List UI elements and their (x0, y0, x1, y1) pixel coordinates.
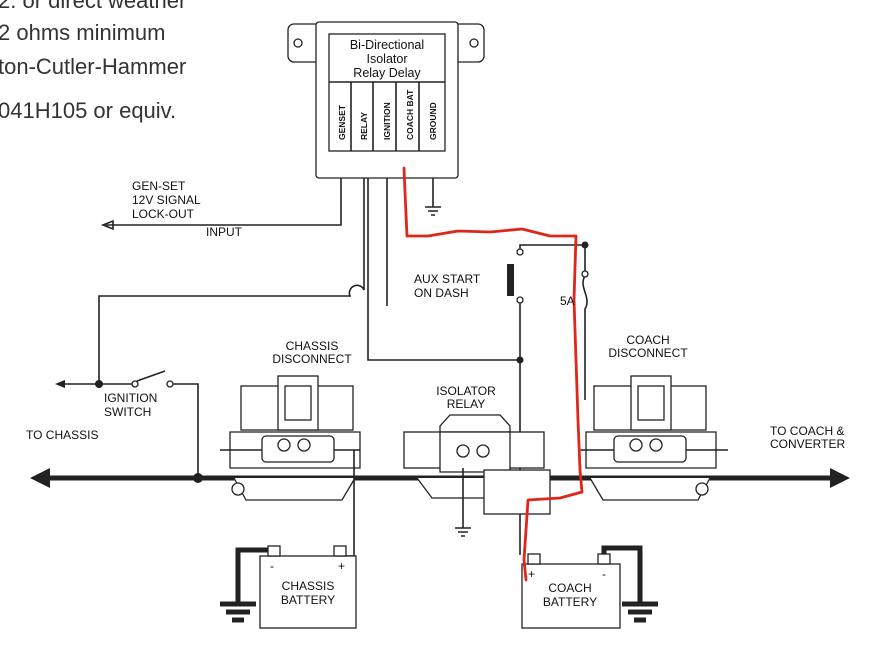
ignition-switch-label-line-1: IGNITION (104, 391, 157, 405)
coach-disconnect-label-line-2: DISCONNECT (608, 346, 688, 360)
note-line-4: 041H105 or equiv. (0, 98, 176, 123)
coach-battery: + - COACH BATTERY (521, 545, 658, 629)
coach-battery-plus: + (528, 567, 535, 581)
to-chassis-arrow (30, 468, 50, 488)
chassis-battery-label-line-1: CHASSIS (282, 579, 335, 593)
aux-start-circuit (507, 241, 589, 555)
module-title-line-1: Bi-Directional (350, 38, 424, 52)
ignition-switch (55, 370, 199, 478)
coach-bat-highlight-wire (402, 166, 584, 582)
aux-start-label-line-2: ON DASH (414, 286, 469, 300)
coach-disconnect-solenoid (578, 375, 728, 501)
top-notes: 2. or direct weather 2 ohms minimum ton-… (0, 0, 186, 123)
genset-label-line-3: LOCK-OUT (132, 207, 195, 221)
mounting-hole-right (469, 38, 479, 48)
note-line-3: ton-Cutler-Hammer (0, 54, 186, 79)
note-line-1: 2. or direct weather (0, 0, 186, 13)
coach-battery-label-line-1: COACH (548, 581, 591, 595)
chassis-battery-label-line-2: BATTERY (281, 593, 335, 607)
coach-battery-minus: - (602, 567, 606, 581)
module-label-panel (328, 33, 446, 152)
chassis-disconnect-solenoid (220, 375, 361, 557)
fuse-label: 5A (560, 294, 575, 308)
coach-disconnect-label-line-1: COACH (626, 333, 669, 347)
aux-start-button (507, 264, 514, 296)
isolator-relay-label-line-2: RELAY (447, 397, 485, 411)
module-wires (98, 178, 520, 384)
isolator-relay-label-line-1: ISOLATOR (436, 384, 496, 398)
to-chassis-label: TO CHASSIS (26, 428, 98, 442)
isolator-relay-delay-module: Bi-Directional Isolator Relay Delay GENS… (287, 21, 485, 179)
genset-label-line-2: 12V SIGNAL (132, 193, 201, 207)
terminal-label-relay: RELAY (359, 112, 369, 140)
isolator-relay (403, 414, 551, 537)
chassis-disconnect-label-line-1: CHASSIS (286, 339, 339, 353)
module-title-line-2: Isolator (367, 52, 408, 66)
chassis-battery: - + CHASSIS BATTERY (220, 545, 357, 629)
coach-battery-label-line-2: BATTERY (543, 595, 597, 609)
to-coach-arrow (830, 468, 850, 488)
genset-label-line-1: GEN-SET (132, 179, 186, 193)
chassis-battery-plus: + (338, 559, 345, 573)
to-coach-label-line-2: CONVERTER (770, 437, 845, 451)
mounting-hole-left (293, 38, 303, 48)
module-title-line-3: Relay Delay (353, 66, 421, 80)
terminal-label-coach-bat: COACH BAT (405, 89, 415, 140)
ignition-switch-label-line-2: SWITCH (104, 405, 151, 419)
terminal-label-ground: GROUND (428, 102, 438, 140)
note-line-2: 2 ohms minimum (0, 20, 165, 45)
aux-start-label-line-1: AUX START (414, 272, 481, 286)
chassis-battery-minus: - (270, 559, 274, 573)
terminal-label-ignition: IGNITION (382, 102, 392, 140)
terminal-label-genset: GENSET (337, 104, 347, 140)
input-label: INPUT (206, 225, 243, 239)
to-coach-label-line-1: TO COACH & (770, 424, 844, 438)
chassis-disconnect-label-line-2: DISCONNECT (272, 352, 352, 366)
